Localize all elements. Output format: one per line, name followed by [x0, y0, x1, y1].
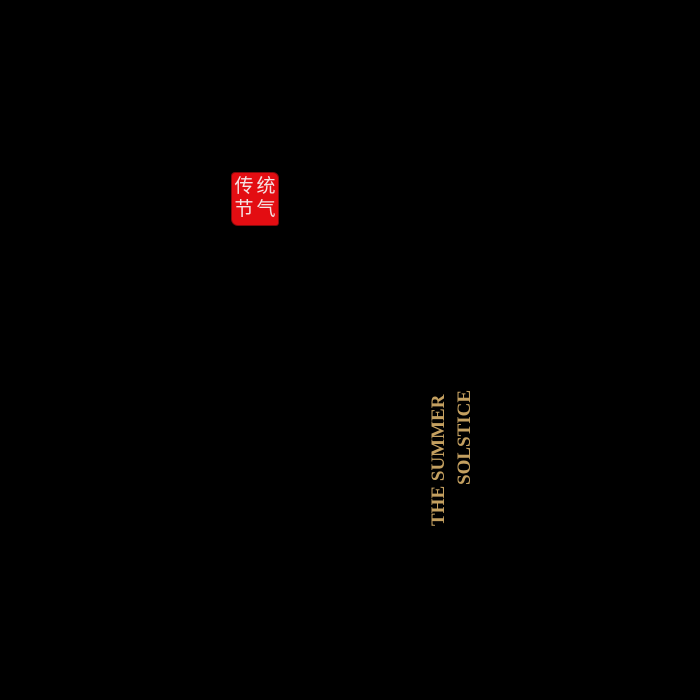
seal-char-qi: 气	[256, 198, 276, 220]
red-seal-stamp: 传 统 节 气	[232, 173, 278, 225]
seal-char-jie: 节	[234, 198, 254, 220]
title-line-solstice: SOLSTICE	[454, 389, 475, 485]
seal-char-chuan: 传	[234, 175, 254, 197]
seal-char-tong: 统	[256, 175, 276, 197]
title-line-the-summer: THE SUMMER	[428, 394, 449, 526]
